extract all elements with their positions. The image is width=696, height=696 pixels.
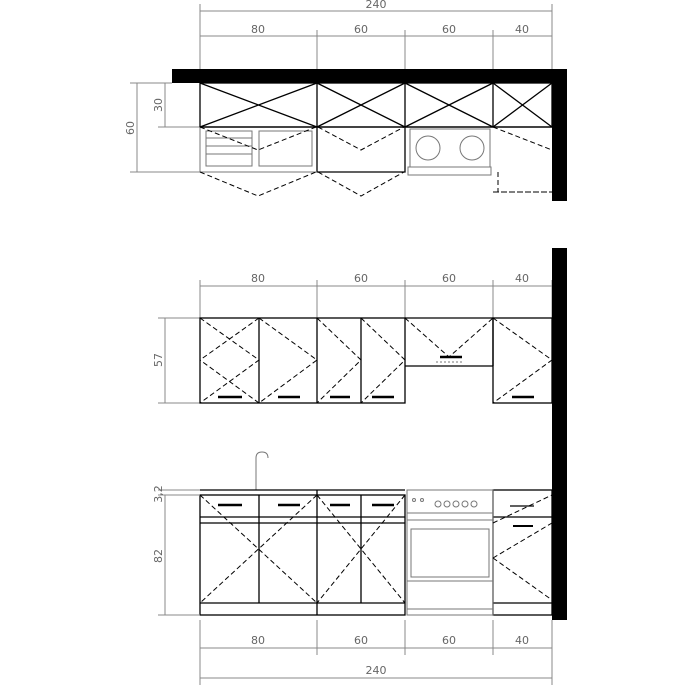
faucet-icon xyxy=(255,451,269,490)
oven xyxy=(406,489,494,616)
plan-seg-label: 40 xyxy=(515,23,529,36)
base-total-label: 240 xyxy=(366,664,387,677)
hob xyxy=(409,128,491,168)
plan-seg-label: 60 xyxy=(442,23,456,36)
plan-seg-label: 60 xyxy=(354,23,368,36)
upper-seg-label: 60 xyxy=(354,272,368,285)
upper-elevation: 80 60 60 40 57 xyxy=(152,248,567,620)
upper-seg-label: 60 xyxy=(442,272,456,285)
upper-height-label: 57 xyxy=(152,353,165,367)
plan-seg-label: 80 xyxy=(251,23,265,36)
wall-side-elevation xyxy=(552,248,567,620)
plan-upper-depth-label: 30 xyxy=(152,98,165,112)
wall-side xyxy=(552,69,567,201)
plan-depth-label: 60 xyxy=(124,121,137,135)
base-seg-label: 60 xyxy=(442,634,456,647)
base-seg-label: 40 xyxy=(515,634,529,647)
worktop-label: 3,2 xyxy=(152,485,165,503)
base-cabinets xyxy=(199,489,553,616)
plan-view: 240 80 60 60 40 60 30 xyxy=(124,0,567,201)
upper-cabinets-plan xyxy=(199,82,553,128)
sink-drainer xyxy=(205,130,253,167)
upper-seg-label: 80 xyxy=(251,272,265,285)
sink-bowl xyxy=(258,130,313,167)
plan-dimensions xyxy=(130,4,553,173)
base-elevation: 3,2 82 80 60 60 40 240 xyxy=(152,451,553,685)
base-seg-label: 60 xyxy=(354,634,368,647)
burner-icon xyxy=(459,135,485,161)
burner-icon xyxy=(415,135,441,161)
wall-back xyxy=(172,69,567,83)
plan-total-label: 240 xyxy=(366,0,387,11)
base-height-label: 82 xyxy=(152,549,165,563)
base-seg-label: 80 xyxy=(251,634,265,647)
upper-seg-label: 40 xyxy=(515,272,529,285)
base-cabinets-plan xyxy=(199,126,553,197)
wall-cabinets xyxy=(199,317,553,404)
